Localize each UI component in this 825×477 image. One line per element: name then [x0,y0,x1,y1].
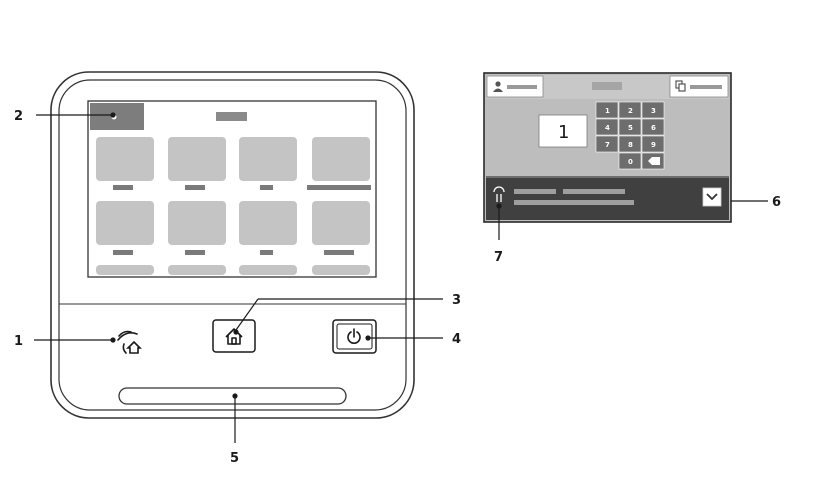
app-tile-label [185,185,205,190]
keypad-key-label: 5 [628,124,633,132]
app-tile[interactable] [312,137,370,181]
app-tile-label [324,250,354,255]
keypad-key-label: 6 [651,124,656,132]
callout-1: 1 [14,334,23,349]
copy-button[interactable] [669,75,729,98]
touchscreen[interactable] [87,100,377,278]
status-message-detail [514,200,634,205]
app-tile[interactable] [168,265,226,275]
callout-7: 7 [494,250,503,265]
status-message-subtitle [563,189,625,194]
detail-header-title [592,82,622,90]
callout-2: 2 [14,109,23,124]
numeric-keypad: 1 2 3 4 5 6 7 8 9 0 [595,101,665,170]
screen-title-bar [216,112,247,121]
sign-in-tab[interactable] [90,103,144,130]
app-tile[interactable] [168,201,226,245]
copy-button-label [690,85,722,89]
app-tile[interactable] [239,201,297,245]
status-icon [493,186,505,202]
app-tile-label [307,185,371,190]
panel-inner-frame [58,79,407,411]
callout-6: 6 [772,195,781,210]
copy-icon [675,80,686,92]
power-button[interactable] [332,319,377,354]
copies-display[interactable] [538,114,588,148]
keypad-key-label: 8 [628,141,633,149]
user-button[interactable] [486,75,544,98]
keypad-key[interactable] [641,101,665,119]
app-tile[interactable] [96,137,154,181]
callout-leader-lines [34,112,443,443]
app-tile[interactable] [96,201,154,245]
home-icon [225,328,243,345]
app-tile-label [260,250,273,255]
keypad-key[interactable] [641,135,665,153]
keypad-key[interactable] [618,135,642,153]
keypad-key-label: 1 [605,107,610,115]
keypad-key[interactable] [618,118,642,136]
keypad-key[interactable] [595,135,619,153]
expand-button[interactable] [702,187,722,207]
callout-3: 3 [452,293,461,308]
app-tile[interactable] [239,137,297,181]
home-button[interactable] [212,319,256,353]
detail-screen: 1 1 2 3 4 5 6 7 8 9 0 [483,72,732,223]
app-tile-label [113,185,133,190]
keypad-key-label: 2 [628,107,633,115]
app-tile-label [185,250,205,255]
chevron-down-icon [706,193,718,201]
status-bar [486,176,729,220]
keypad-key-label: 3 [651,107,656,115]
detail-callout-lines [496,200,768,240]
app-tile[interactable] [239,265,297,275]
app-tile[interactable] [312,201,370,245]
user-icon [493,81,503,92]
user-button-label [507,85,537,89]
callout-4: 4 [452,332,461,347]
app-tile-label [260,185,273,190]
keypad-key[interactable] [618,152,642,170]
nfc-icon [117,330,142,354]
keypad-key[interactable] [595,101,619,119]
status-message-title [514,189,556,194]
keypad-key-label: 4 [605,124,610,132]
keypad-key[interactable] [618,101,642,119]
keypad-key[interactable] [641,118,665,136]
app-tile[interactable] [96,265,154,275]
keypad-key-label: 7 [605,141,610,149]
backspace-icon [648,157,660,165]
power-icon [347,328,361,344]
callout-5: 5 [230,451,239,466]
app-tile-label [113,250,133,255]
keypad-key[interactable] [595,118,619,136]
app-tile[interactable] [312,265,370,275]
keypad-key-label: 9 [651,141,656,149]
copies-value: 1 [558,122,569,143]
app-tile[interactable] [168,137,226,181]
keypad-key-label: 0 [628,158,633,166]
